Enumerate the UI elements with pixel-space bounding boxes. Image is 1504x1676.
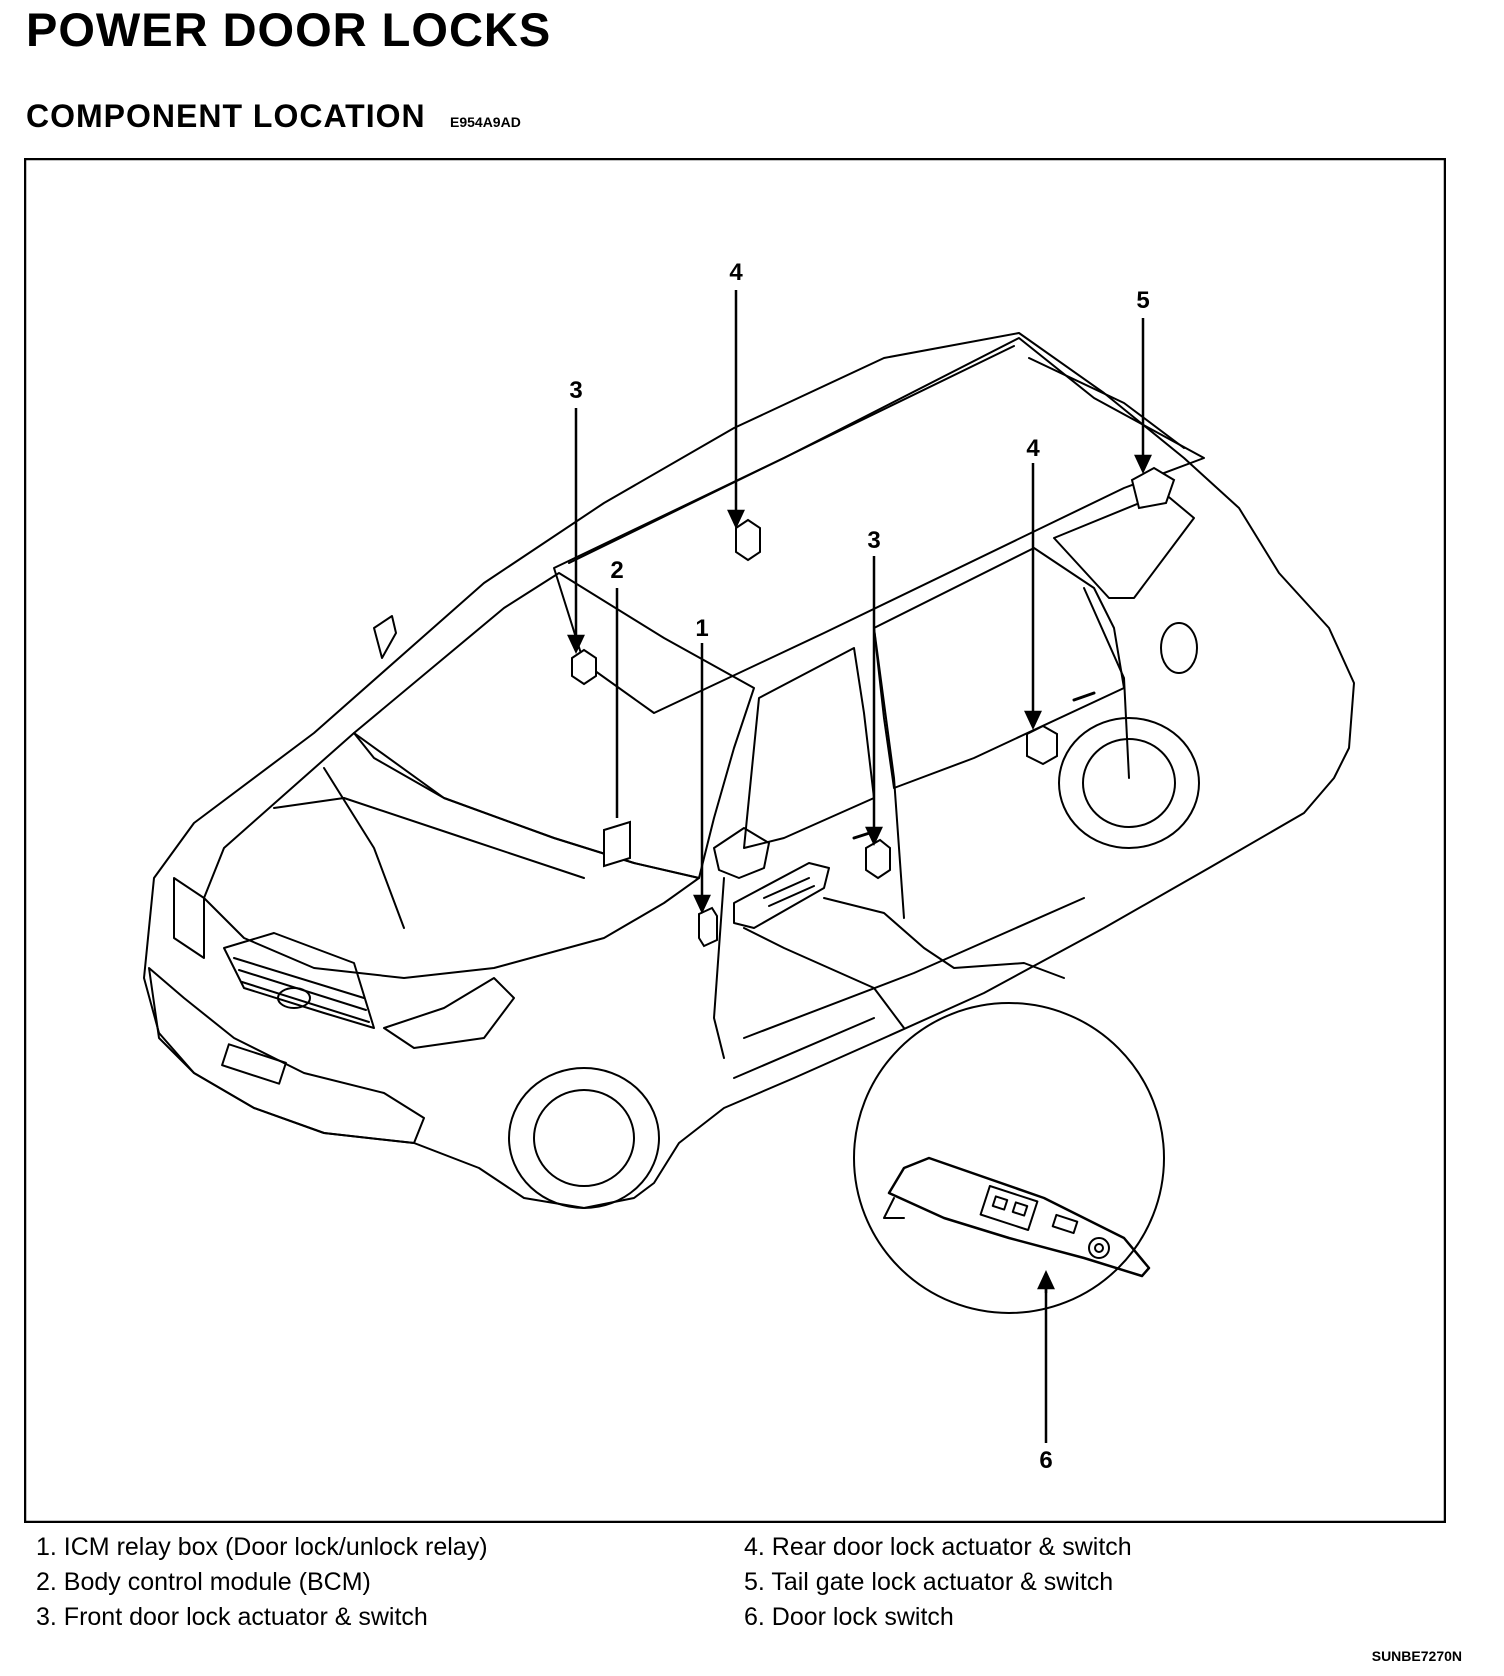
- component-marker-1: [698, 906, 718, 948]
- legend-left: 1. ICM relay box (Door lock/unlock relay…: [36, 1530, 488, 1635]
- legend-item: 2. Body control module (BCM): [36, 1568, 371, 1596]
- door-trim-switch-on-vehicle: [733, 862, 830, 929]
- door-switch-panel: [887, 1156, 1151, 1278]
- vehicle-emblem: [277, 987, 311, 1009]
- callout-number-1: 1: [695, 615, 708, 642]
- component-marker-2: [603, 820, 631, 868]
- section-title: COMPONENT LOCATION: [26, 98, 426, 134]
- figure-code: SUNBE7270N: [1371, 1648, 1462, 1664]
- legend-right: 4. Rear door lock actuator & switch 5. T…: [744, 1530, 1132, 1635]
- windshield: [353, 572, 755, 879]
- component-marker-5: [1130, 466, 1176, 510]
- legend-item: 6. Door lock switch: [744, 1603, 954, 1631]
- front-bumper: [148, 967, 425, 1144]
- rear-quarter-window: [1053, 492, 1195, 599]
- component-marker-4a: [735, 518, 761, 562]
- callout-number-4a: 4: [729, 259, 743, 286]
- section-code: E954A9AD: [450, 114, 521, 130]
- vehicle-illustration: 3 4 2 1 3 4 5 6: [24, 158, 1446, 1523]
- callout-number-3a: 3: [569, 377, 582, 404]
- component-marker-3b: [865, 838, 891, 880]
- side-mirror: [713, 827, 770, 879]
- callout-number-3b: 3: [867, 527, 880, 554]
- legend-item: 1. ICM relay box (Door lock/unlock relay…: [36, 1533, 488, 1561]
- front-grille: [223, 932, 375, 1029]
- rear-door-window: [873, 547, 1125, 789]
- legend-item: 3. Front door lock actuator & switch: [36, 1603, 428, 1631]
- front-wheel: [508, 1067, 660, 1209]
- front-door-window: [743, 647, 875, 849]
- headlamp: [383, 977, 515, 1049]
- callout-number-2: 2: [610, 557, 623, 584]
- rear-wheel: [1058, 717, 1200, 849]
- component-location-diagram: 3 4 2 1 3 4 5 6: [24, 158, 1446, 1523]
- door-lock-switch-detail-circle: [853, 1002, 1165, 1314]
- callout-number-4b: 4: [1026, 435, 1040, 462]
- legend-item: 4. Rear door lock actuator & switch: [744, 1533, 1132, 1561]
- callout-number-5: 5: [1136, 287, 1149, 314]
- page-title: POWER DOOR LOCKS: [26, 3, 552, 56]
- component-marker-4b: [1026, 724, 1058, 766]
- legend-item: 5. Tail gate lock actuator & switch: [744, 1568, 1114, 1596]
- diagram-border: [24, 158, 1446, 1523]
- license-plate: [221, 1043, 287, 1085]
- vehicle-hood: [203, 732, 700, 979]
- component-marker-3a: [571, 648, 597, 686]
- callout-number-6: 6: [1039, 1447, 1052, 1474]
